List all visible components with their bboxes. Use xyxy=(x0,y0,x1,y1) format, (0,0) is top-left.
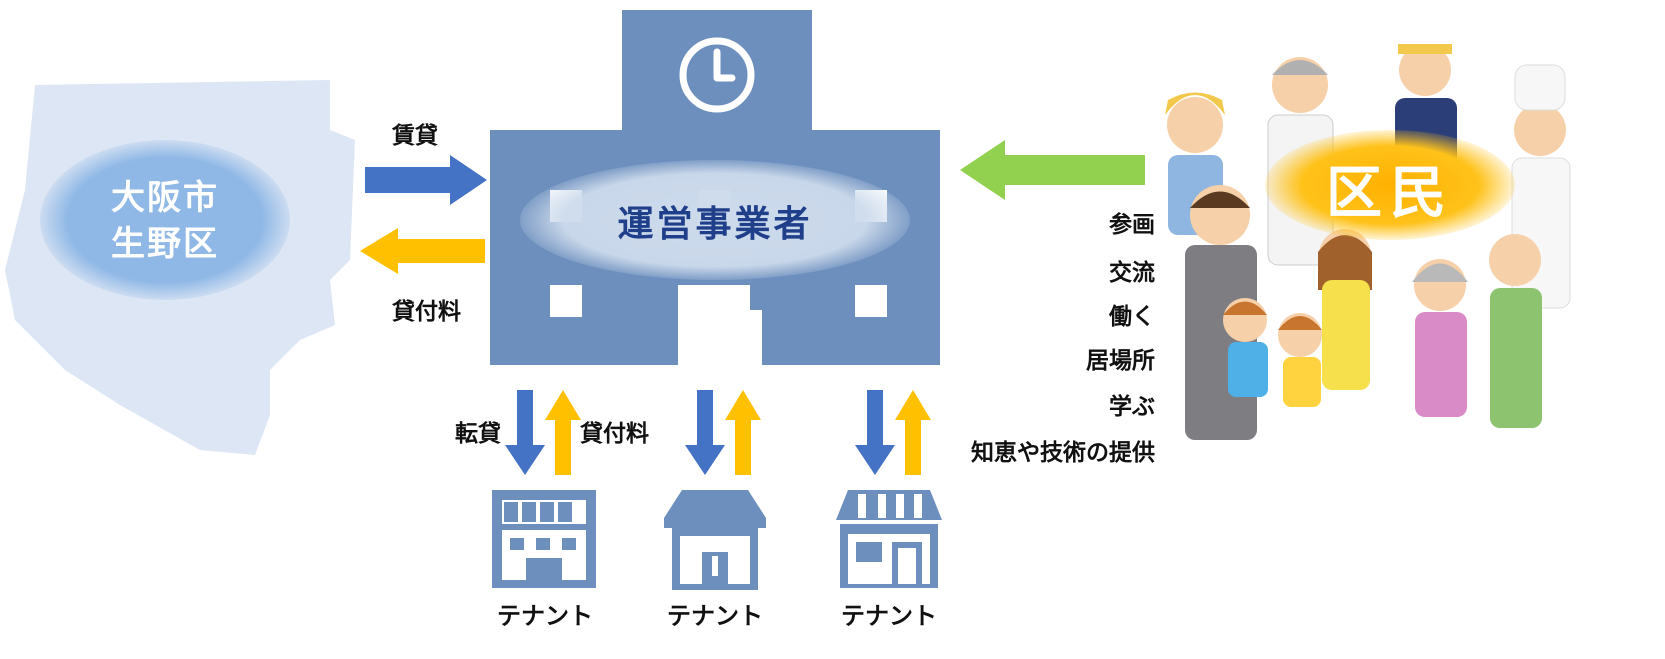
tenant-arrows xyxy=(685,390,761,475)
operator-name: 運営事業者 xyxy=(617,204,813,245)
rent-arrow xyxy=(360,228,485,274)
residents-highlight xyxy=(1265,130,1515,240)
ward-name: 大阪市 生野区 xyxy=(70,175,260,267)
operator-highlight xyxy=(520,160,910,280)
tenant-rent-label: 貸付料 xyxy=(580,421,649,447)
activity-item: 居場所 xyxy=(1086,348,1155,374)
activity-item: 交流 xyxy=(1109,260,1155,286)
tenant-arrows xyxy=(855,390,931,475)
residents-name: 区民 xyxy=(1326,161,1454,226)
ward-name-line2: 生野区 xyxy=(111,224,219,264)
ward-name-line1: 大阪市 xyxy=(111,178,219,218)
participation-arrow xyxy=(960,140,1145,200)
sublease-label: 転貸 xyxy=(455,421,501,447)
lease-arrow xyxy=(365,155,487,205)
activity-item: 知恵や技術の提供 xyxy=(971,440,1155,466)
activity-item: 学ぶ xyxy=(1109,394,1155,420)
rent-label: 貸付料 xyxy=(392,299,461,325)
shop-storefront-icon xyxy=(836,490,942,588)
tenant-label: テナント xyxy=(667,602,763,630)
sublease-arrows xyxy=(505,390,581,475)
shop-building-icon xyxy=(492,490,596,588)
tenant-label: テナント xyxy=(497,602,593,630)
shop-awning-icon xyxy=(664,490,766,590)
activity-item: 働く xyxy=(1109,304,1155,330)
activity-item: 参画 xyxy=(1109,212,1155,238)
tenant-label: テナント xyxy=(841,602,937,630)
lease-label: 賃貸 xyxy=(392,123,438,149)
residents-illustration xyxy=(1165,44,1571,440)
ward-highlight xyxy=(40,140,290,300)
